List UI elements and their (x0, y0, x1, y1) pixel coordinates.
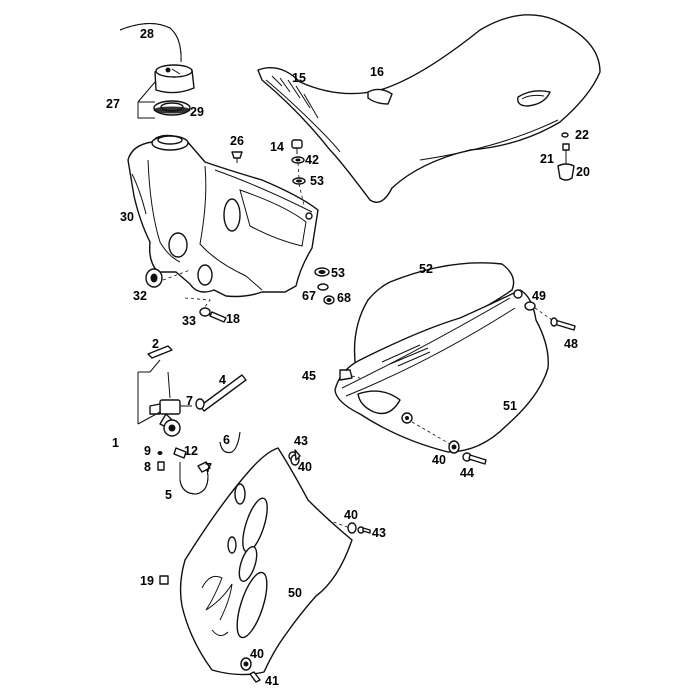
grommet-32 (145, 268, 163, 288)
washer-67 (317, 283, 329, 291)
callout-19: 19 (140, 574, 154, 588)
callout-16: 16 (370, 65, 384, 79)
callout-22: 22 (575, 128, 589, 142)
callout-40-bottom: 40 (250, 647, 264, 661)
callout-51: 51 (503, 399, 517, 413)
callouts: 28 27 29 15 16 22 21 20 26 14 42 53 30 5… (106, 27, 590, 688)
clip-12 (173, 447, 187, 459)
callout-49: 49 (532, 289, 546, 303)
tap-gasket-2 (147, 345, 173, 359)
callout-45: 45 (302, 369, 316, 383)
callout-30: 30 (120, 210, 134, 224)
callout-44: 44 (460, 466, 474, 480)
fuel-cap (154, 64, 195, 94)
callout-6: 6 (223, 433, 230, 447)
rubber-53-side (314, 267, 330, 277)
small-parts-9-8 (157, 451, 165, 471)
callout-2: 2 (152, 337, 159, 351)
callout-5: 5 (165, 488, 172, 502)
washer-40-right (448, 440, 460, 454)
callout-20: 20 (576, 165, 590, 179)
callout-1: 1 (112, 436, 119, 450)
callout-50: 50 (288, 586, 302, 600)
screw-43-shroud-top (294, 449, 301, 461)
fuel-breather-hose (119, 23, 182, 63)
side-cover-51 (334, 289, 549, 453)
fuel-tap (149, 371, 192, 437)
callout-53-side: 53 (331, 266, 345, 280)
callout-67: 67 (302, 289, 316, 303)
callout-41: 41 (265, 674, 279, 688)
washer-40-shroud-bottom (240, 657, 252, 671)
nut-68 (323, 295, 335, 305)
clip-19 (159, 575, 169, 585)
callout-40-shroud: 40 (344, 508, 358, 522)
callout-52: 52 (419, 262, 433, 276)
screw-44 (462, 452, 487, 465)
clamp-7-lower (197, 461, 211, 473)
callout-32: 32 (133, 289, 147, 303)
callout-4: 4 (219, 373, 226, 387)
callout-43-shroud: 43 (372, 526, 386, 540)
callout-14: 14 (270, 140, 284, 154)
callout-27: 27 (106, 97, 120, 111)
callout-9: 9 (144, 444, 151, 458)
washer-42 (291, 156, 305, 164)
vent-valve (231, 151, 243, 163)
callout-8: 8 (144, 460, 151, 474)
tank-bolt-14 (291, 139, 303, 154)
clip-45 (339, 369, 353, 381)
callout-33: 33 (182, 314, 196, 328)
screw-43-shroud-right (357, 526, 371, 534)
hose-6 (219, 431, 241, 453)
callout-26: 26 (230, 134, 244, 148)
seat (257, 14, 601, 203)
fuel-tank (127, 134, 319, 298)
washer-40-shroud-right (347, 522, 357, 534)
callout-43-top: 43 (294, 434, 308, 448)
fuel-line-4 (199, 374, 247, 412)
fuel-cap-seal (153, 100, 191, 116)
callout-12: 12 (184, 444, 198, 458)
callout-48: 48 (564, 337, 578, 351)
front-shroud-50 (179, 447, 353, 676)
callout-21: 21 (540, 152, 554, 166)
callout-53-top: 53 (310, 174, 324, 188)
clamp-7-upper (195, 398, 205, 410)
callout-42: 42 (305, 153, 319, 167)
bolt-33-18 (199, 307, 227, 323)
callout-7-lower: 7 (205, 461, 212, 475)
callout-40-right: 40 (432, 453, 446, 467)
callout-18: 18 (226, 312, 240, 326)
rubber-53-top (292, 177, 306, 185)
seat-fastener (557, 132, 575, 181)
callout-15: 15 (292, 71, 306, 85)
callout-7-upper: 7 (186, 394, 193, 408)
callout-28: 28 (140, 27, 154, 41)
screw-48 (550, 317, 576, 331)
washer-49 (524, 301, 536, 311)
callout-68: 68 (337, 291, 351, 305)
hose-5 (179, 461, 209, 495)
screw-41 (249, 671, 261, 683)
callout-29: 29 (190, 105, 204, 119)
callout-40-top: 40 (298, 460, 312, 474)
